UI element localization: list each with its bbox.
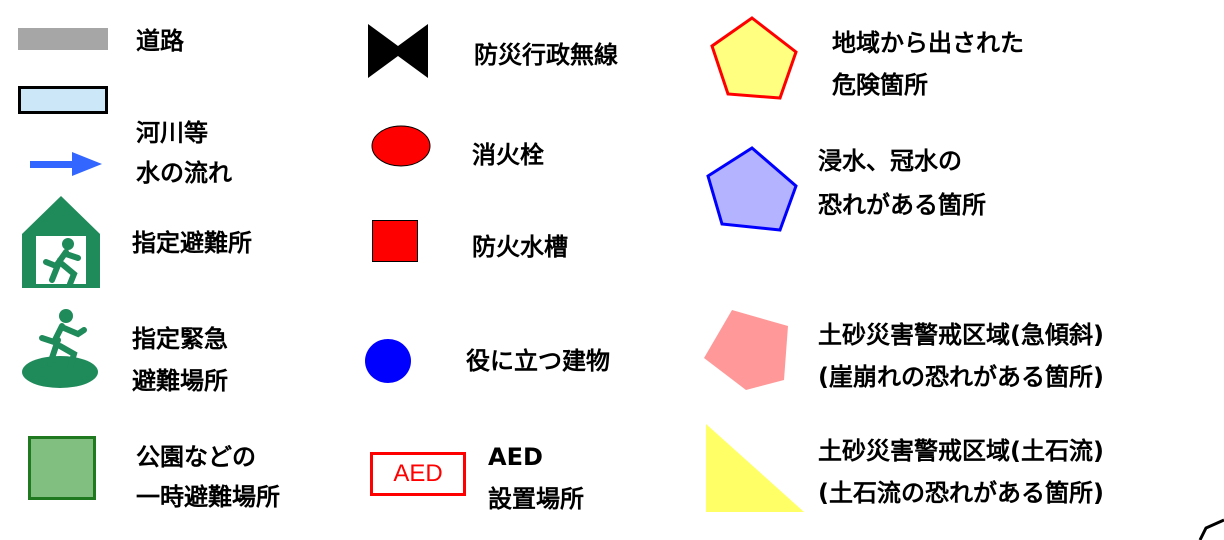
- aed-badge-text: AED: [393, 460, 443, 487]
- arrow-icon: [30, 152, 102, 176]
- local-danger-label-1: 地域から出された: [832, 29, 1024, 57]
- emergency-evacuation-label-1: 指定緊急: [132, 325, 228, 353]
- water-flow-label: 水の流れ: [136, 159, 232, 187]
- park-swatch: [28, 436, 96, 500]
- park-label-1: 公園などの: [136, 443, 256, 471]
- shelter-label: 指定避難所: [132, 229, 252, 257]
- emergency-evacuation-icon: [22, 309, 98, 388]
- road-label: 道路: [136, 27, 184, 55]
- park-label-2: 一時避難場所: [136, 483, 280, 511]
- flood-label-1: 浸水、冠水の: [818, 147, 962, 175]
- corner-mark-icon: [1198, 518, 1224, 540]
- road-swatch: [18, 28, 108, 50]
- flood-pentagon-icon: [706, 146, 798, 232]
- river-label: 河川等: [136, 119, 208, 147]
- debris-flow-label-2: (土石流の恐れがある箇所): [818, 479, 1104, 507]
- building-icon: [365, 339, 411, 383]
- radio-label: 防災行政無線: [474, 41, 618, 69]
- shelter-icon: [22, 196, 100, 288]
- hydrant-label: 消火栓: [472, 141, 544, 169]
- aed-badge: AED: [370, 452, 466, 496]
- steep-slope-pentagon-icon: [704, 310, 788, 390]
- aed-label-1: AED: [488, 443, 543, 471]
- fire-tank-label: 防火水槽: [472, 233, 568, 261]
- debris-flow-label-1: 土砂災害警戒区域(土石流): [818, 437, 1104, 465]
- local-danger-pentagon-icon: [710, 16, 798, 100]
- steep-slope-label-2: (崖崩れの恐れがある箇所): [818, 363, 1104, 391]
- local-danger-label-2: 危険箇所: [832, 71, 928, 99]
- river-swatch: [18, 86, 108, 114]
- emergency-evacuation-label-2: 避難場所: [132, 367, 228, 395]
- fire-tank-swatch: [372, 220, 418, 262]
- radio-icon: [368, 24, 428, 78]
- steep-slope-label-1: 土砂災害警戒区域(急傾斜): [818, 321, 1104, 349]
- debris-flow-triangle-icon: [706, 424, 804, 512]
- building-label: 役に立つ建物: [466, 347, 610, 375]
- hydrant-icon: [371, 125, 431, 167]
- flood-label-2: 恐れがある箇所: [818, 191, 986, 219]
- aed-label-2: 設置場所: [488, 485, 584, 513]
